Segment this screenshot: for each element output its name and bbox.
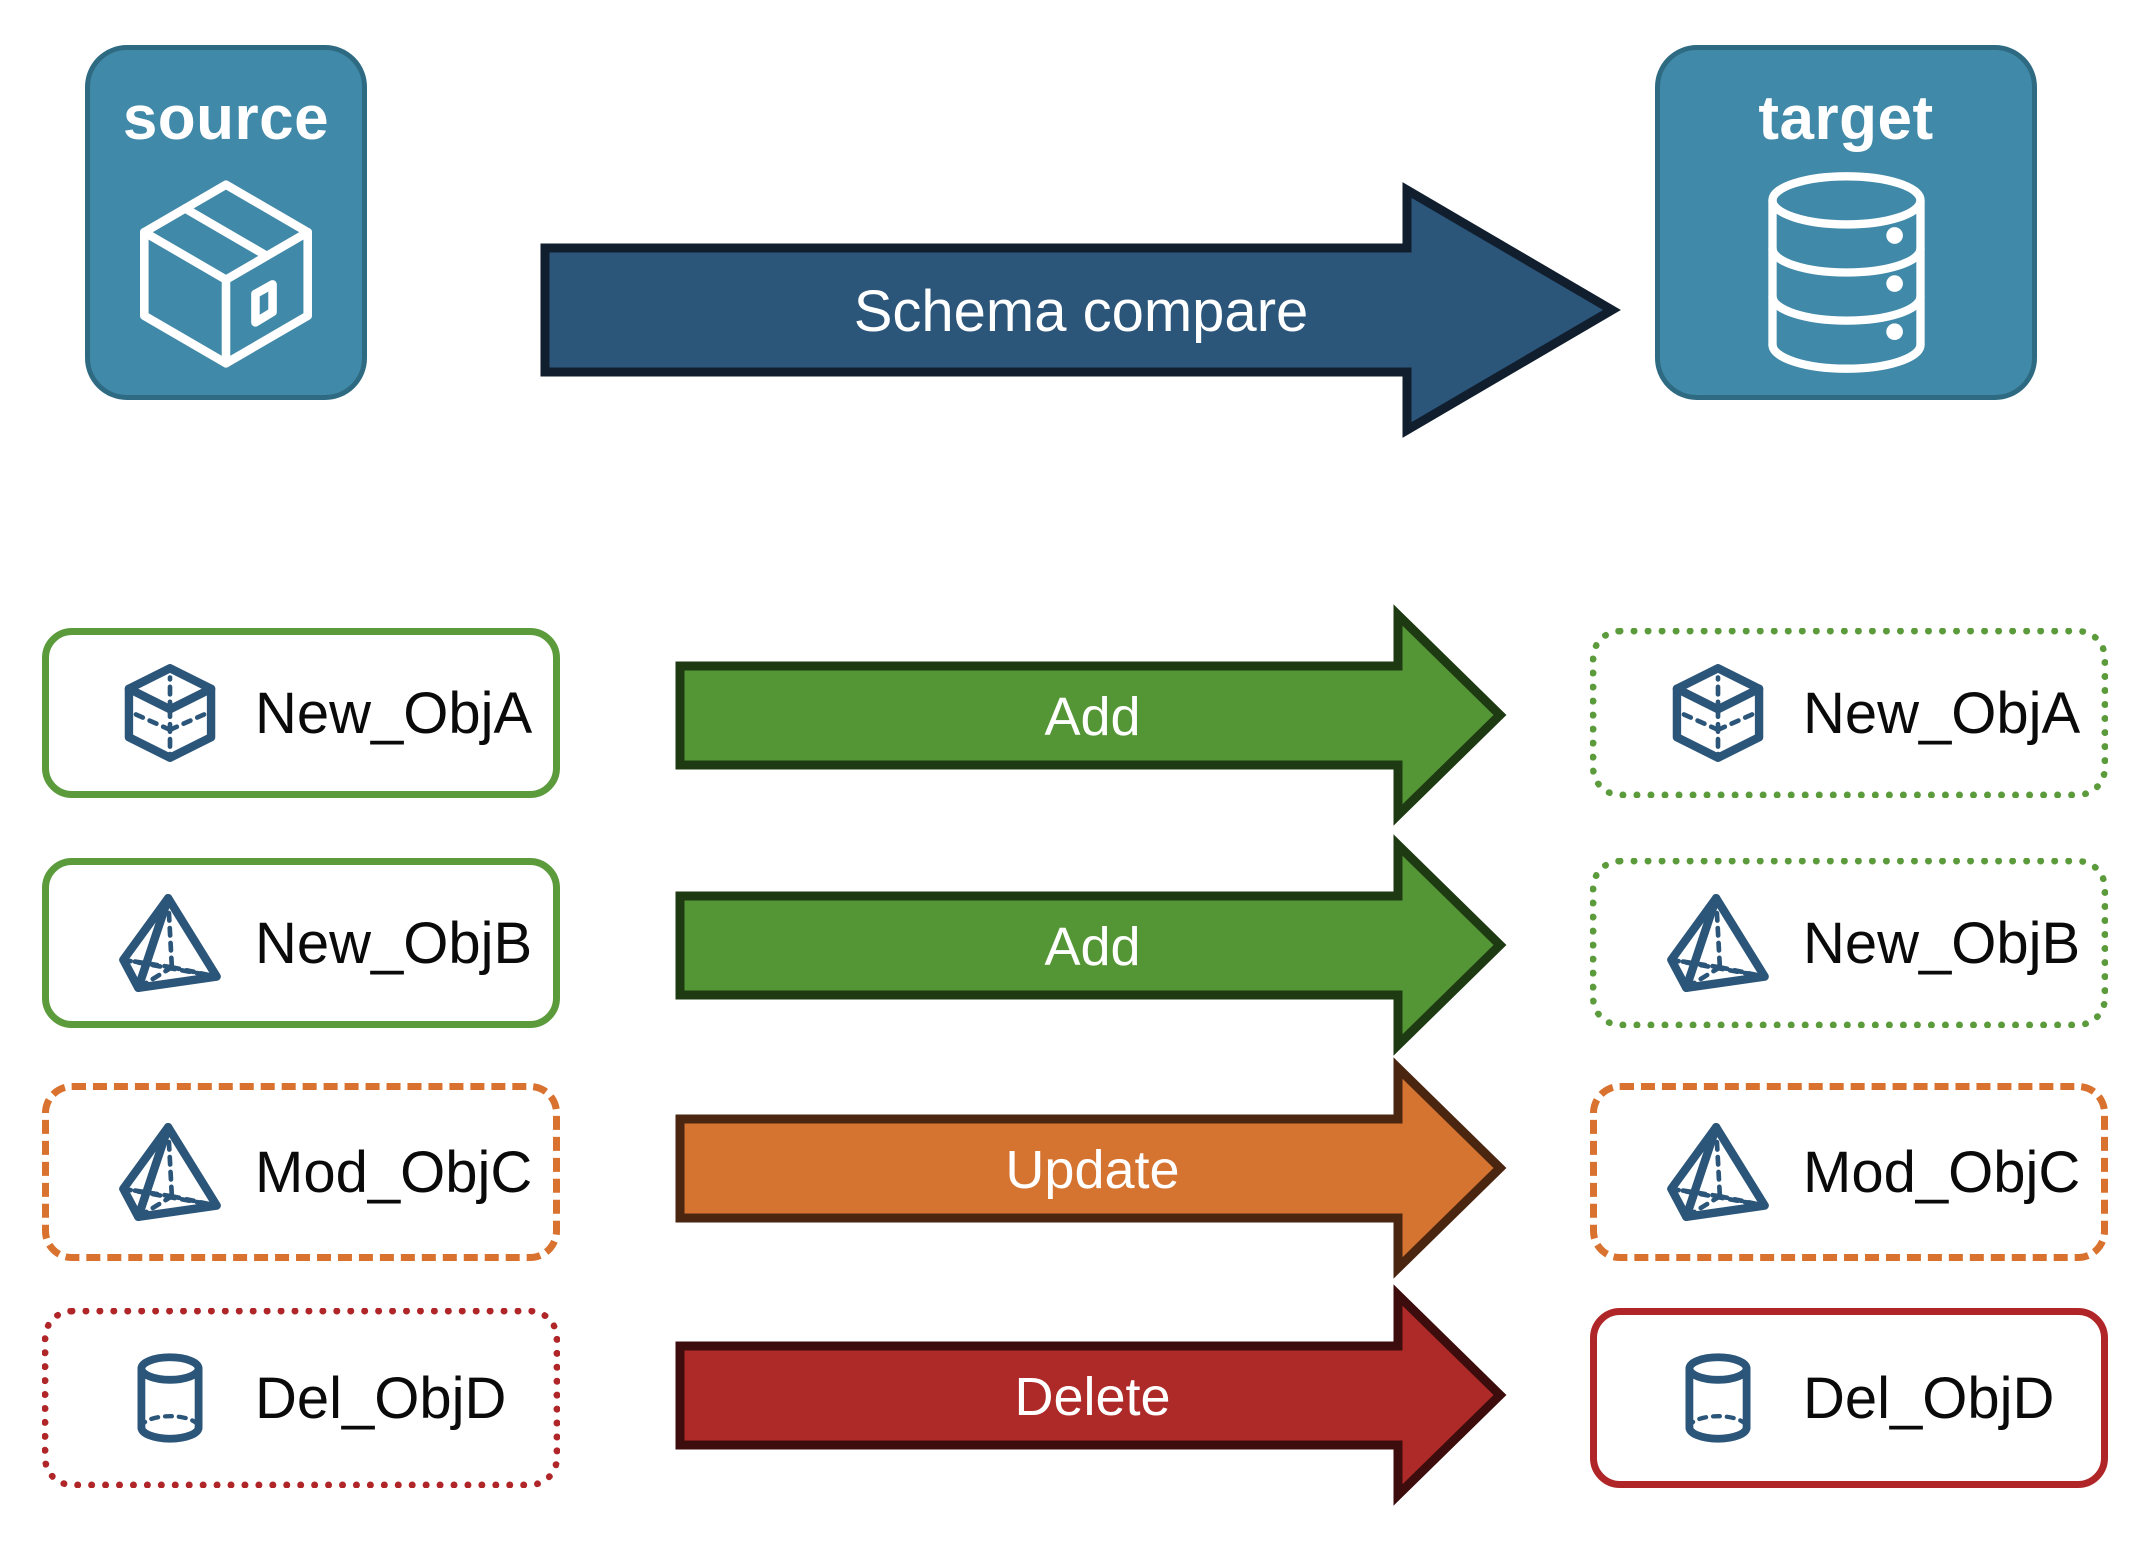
arrow-action-row-4[interactable]: Delete <box>675 1284 1507 1506</box>
arrow-action-row-3-label: Update <box>1005 1140 1180 1200</box>
wireframe-cylinder-icon <box>111 1339 229 1457</box>
target-object-row-2[interactable]: New_ObjB <box>1590 858 2108 1028</box>
box-3d-icon <box>90 150 362 395</box>
source-object-row-3[interactable]: Mod_ObjC <box>42 1083 560 1261</box>
target-object-row-3[interactable]: Mod_ObjC <box>1590 1083 2108 1261</box>
endpoint-target[interactable]: target <box>1655 45 2037 400</box>
target-object-row-1-label: New_ObjA <box>1803 680 2081 746</box>
source-object-row-4[interactable]: Del_ObjD <box>42 1308 560 1488</box>
wireframe-pyramid-icon <box>1659 1113 1777 1231</box>
arrow-schema-compare[interactable]: Schema compare <box>540 182 1621 438</box>
target-object-row-1[interactable]: New_ObjA <box>1590 628 2108 798</box>
arrow-action-row-2-label: Add <box>1044 917 1141 977</box>
source-object-row-2[interactable]: New_ObjB <box>42 858 560 1028</box>
endpoint-source[interactable]: source <box>85 45 367 400</box>
wireframe-pyramid-icon <box>111 884 229 1002</box>
target-object-row-3-label: Mod_ObjC <box>1803 1139 2081 1205</box>
target-object-row-4-label: Del_ObjD <box>1803 1365 2055 1431</box>
endpoint-source-title: source <box>122 84 330 153</box>
target-object-row-4[interactable]: Del_ObjD <box>1590 1308 2108 1488</box>
arrow-action-row-3[interactable]: Update <box>675 1057 1507 1279</box>
arrow-action-row-1-label: Add <box>1044 687 1141 747</box>
source-object-row-1[interactable]: New_ObjA <box>42 628 560 798</box>
source-object-row-1-label: New_ObjA <box>255 680 533 746</box>
wireframe-pyramid-icon <box>111 1113 229 1231</box>
wireframe-pyramid-icon <box>1659 884 1777 1002</box>
source-object-row-4-label: Del_ObjD <box>255 1365 507 1431</box>
arrow-action-row-2[interactable]: Add <box>675 834 1507 1056</box>
database-cylinder-icon <box>1660 150 2032 395</box>
arrow-action-row-4-label: Delete <box>1014 1367 1171 1427</box>
wireframe-cylinder-icon <box>1659 1339 1777 1457</box>
wireframe-cube-icon <box>1659 654 1777 772</box>
source-object-row-3-label: Mod_ObjC <box>255 1139 533 1205</box>
arrow-schema-compare-label: Schema compare <box>853 279 1309 344</box>
endpoint-target-title: target <box>1758 84 1934 153</box>
arrow-action-row-1[interactable]: Add <box>675 604 1507 826</box>
target-object-row-2-label: New_ObjB <box>1803 910 2081 976</box>
wireframe-cube-icon <box>111 654 229 772</box>
source-object-row-2-label: New_ObjB <box>255 910 533 976</box>
